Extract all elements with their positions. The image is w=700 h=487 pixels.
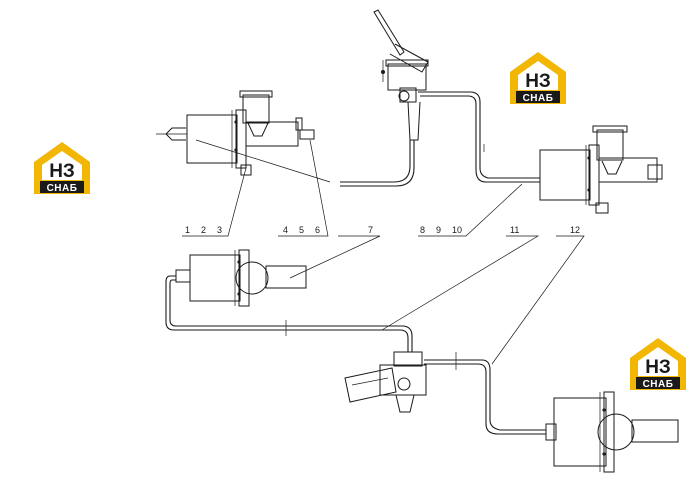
callout-11: 11 [510,225,519,235]
svg-text:НЗ: НЗ [49,161,75,182]
callout-8: 8 [420,225,425,235]
nz-snab-logo: НЗ СНАБ [30,138,94,196]
lower-right-cylinder-assembly [545,391,679,473]
upper-left-cylinder-assembly [156,90,315,176]
svg-text:НЗ: НЗ [525,71,551,92]
top-pedal-assembly [373,9,429,141]
callout-9: 9 [436,225,441,235]
callout-2: 2 [201,225,206,235]
hydraulic-lines [165,91,546,435]
callout-labels: 1 2 3 4 5 6 7 8 9 10 11 12 [182,139,585,365]
nz-snab-logo: НЗ СНАБ [626,334,690,392]
callout-4: 4 [283,225,288,235]
callout-5: 5 [299,225,304,235]
callout-3: 3 [217,225,222,235]
callout-12: 12 [570,225,580,235]
callout-7: 7 [368,225,373,235]
lower-pedal-assembly [344,351,427,413]
svg-text:СНАБ: СНАБ [643,379,674,390]
svg-text:НЗ: НЗ [645,357,671,378]
callout-10: 10 [452,225,462,235]
svg-text:СНАБ: СНАБ [523,93,554,104]
callout-6: 6 [315,225,320,235]
middle-left-cylinder-assembly [175,249,307,307]
right-cylinder-assembly [539,125,663,214]
nz-snab-logo: НЗ СНАБ [506,48,570,106]
callout-1: 1 [185,225,190,235]
svg-text:СНАБ: СНАБ [47,183,78,194]
